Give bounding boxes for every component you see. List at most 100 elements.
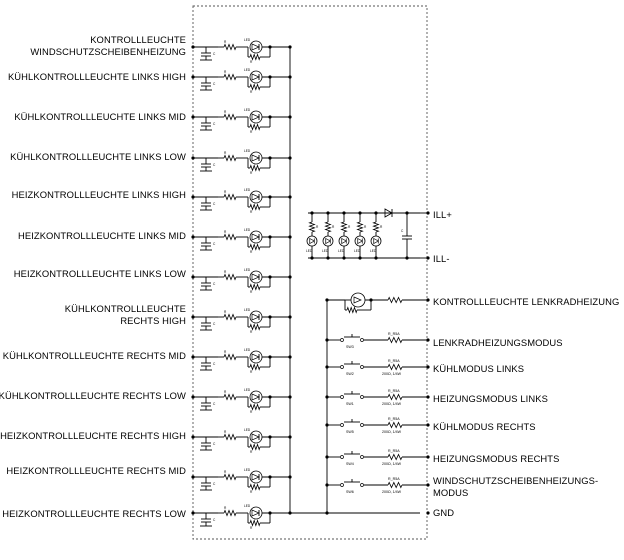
led-triangle	[373, 237, 379, 245]
lenkrad-transistor	[350, 292, 366, 308]
label-kontrollleuchte-lenkradheizung: KONTROLLLEUCHTE LENKRADHEIZUNG	[433, 296, 620, 307]
resistor-label: R	[380, 225, 383, 229]
resistor-label: R	[250, 130, 253, 134]
ill-led	[338, 235, 350, 247]
switch-label: SW3	[346, 345, 354, 349]
bus-junction-dot	[288, 115, 292, 119]
ill-minus-terminal	[426, 256, 430, 260]
resistor-label: R_R5A	[388, 332, 400, 336]
resistor-label: R	[250, 250, 253, 254]
input-terminal-dot	[191, 475, 195, 479]
cap-label: C	[213, 442, 216, 446]
resistor-label: R	[224, 506, 227, 510]
pullup-resistor	[249, 323, 261, 331]
resistor-label: R	[364, 225, 367, 229]
label-ill-minus: ILL-	[433, 253, 450, 264]
series-resistor	[223, 233, 237, 241]
transistor-label: LED	[244, 268, 251, 272]
label-heizungsmodus-links: HEIZUNGSMODUS LINKS	[433, 393, 548, 404]
module-boundary	[192, 5, 428, 540]
input-terminal-dot	[191, 156, 195, 160]
label-lenkradheizungsmodus: LENKRADHEIZUNGSMODUS	[433, 337, 563, 348]
junction-dot	[268, 435, 272, 439]
bus-junction-dot	[288, 45, 292, 49]
pullup-resistor	[249, 519, 261, 527]
left-label: HEIZKONTROLLLEUCHTE LINKS HIGH	[12, 189, 186, 201]
input-terminal-dot	[191, 75, 195, 79]
label-kuehlmodus-rechts: KÜHLMODUS RECHTS	[433, 421, 536, 432]
transistor-label: LED	[244, 428, 251, 432]
junction-dot	[325, 298, 329, 302]
left-label-line: RECHTS HIGH	[120, 314, 186, 326]
resistor-label: R	[250, 490, 253, 494]
terminal-dot	[426, 338, 430, 342]
resistor-label: R_R5A	[388, 359, 400, 363]
left-label-line: KÜHLKONTROLLLEUCHTE LINKS HIGH	[7, 71, 186, 82]
input-terminal-dot	[191, 275, 195, 279]
input-terminal-dot	[191, 45, 195, 49]
pullup-resistor	[249, 403, 261, 411]
switch-contact	[340, 338, 344, 342]
resistor-value: 200Ω, 1/4W	[382, 490, 402, 494]
bus-junction-dot	[288, 156, 292, 160]
ill-plus-terminal	[426, 211, 430, 215]
transistor-label: LED	[244, 504, 251, 508]
resistor-label: R	[224, 350, 227, 354]
resistor-label: R	[224, 40, 227, 44]
cap-label: C	[213, 242, 216, 246]
junction-dot	[358, 256, 362, 260]
resistor-label: R	[348, 225, 351, 229]
led-label: LED	[306, 249, 313, 253]
resistor-label: R	[250, 450, 253, 454]
terminal-dot	[426, 365, 430, 369]
left-label-line: WINDSCHUTZSCHEIBENHEIZUNG	[30, 45, 186, 57]
cap-label: C	[213, 282, 216, 286]
pullup-resistor	[249, 443, 261, 451]
resistor-label: R	[224, 70, 227, 74]
led-body	[322, 235, 334, 247]
pullup-resistor	[249, 363, 261, 371]
resistor-label: R	[224, 151, 227, 155]
transistor-label: LED	[244, 228, 251, 232]
junction-dot	[268, 235, 272, 239]
left-label: HEIZKONTROLLLEUCHTE RECHTS MID	[6, 465, 186, 477]
terminal-dot	[426, 455, 430, 459]
input-terminal-dot	[191, 395, 195, 399]
transistor-arrow	[251, 433, 260, 441]
left-label: HEIZKONTROLLLEUCHTE RECHTS HIGH	[0, 430, 186, 442]
resistor-label: R_R5A	[388, 477, 400, 481]
series-resistor	[223, 193, 237, 201]
transistor-label: LED	[244, 308, 251, 312]
switch-contact	[360, 423, 364, 427]
pullup-resistor	[249, 164, 261, 172]
junction-dot	[325, 511, 329, 515]
gnd-terminal-dot	[426, 511, 430, 515]
switch-contact	[360, 395, 364, 399]
series-resistor	[223, 433, 237, 441]
transistor-arrow	[251, 233, 260, 241]
bus-junction-dot	[288, 75, 292, 79]
transistor-arrow	[251, 273, 260, 281]
lenkrad-transistor-arrow	[353, 296, 362, 304]
mode-resistor	[387, 481, 403, 489]
transistor-arrow	[251, 473, 260, 481]
series-resistor	[223, 73, 237, 81]
resistor-label: R	[250, 370, 253, 374]
transistor-label: LED	[244, 468, 251, 472]
switch-row: SW3 R_R5A	[325, 332, 430, 349]
mode-resistor	[387, 453, 403, 461]
switch-contact	[340, 483, 344, 487]
input-terminal-dot	[191, 195, 195, 199]
led-resistor	[356, 221, 364, 233]
